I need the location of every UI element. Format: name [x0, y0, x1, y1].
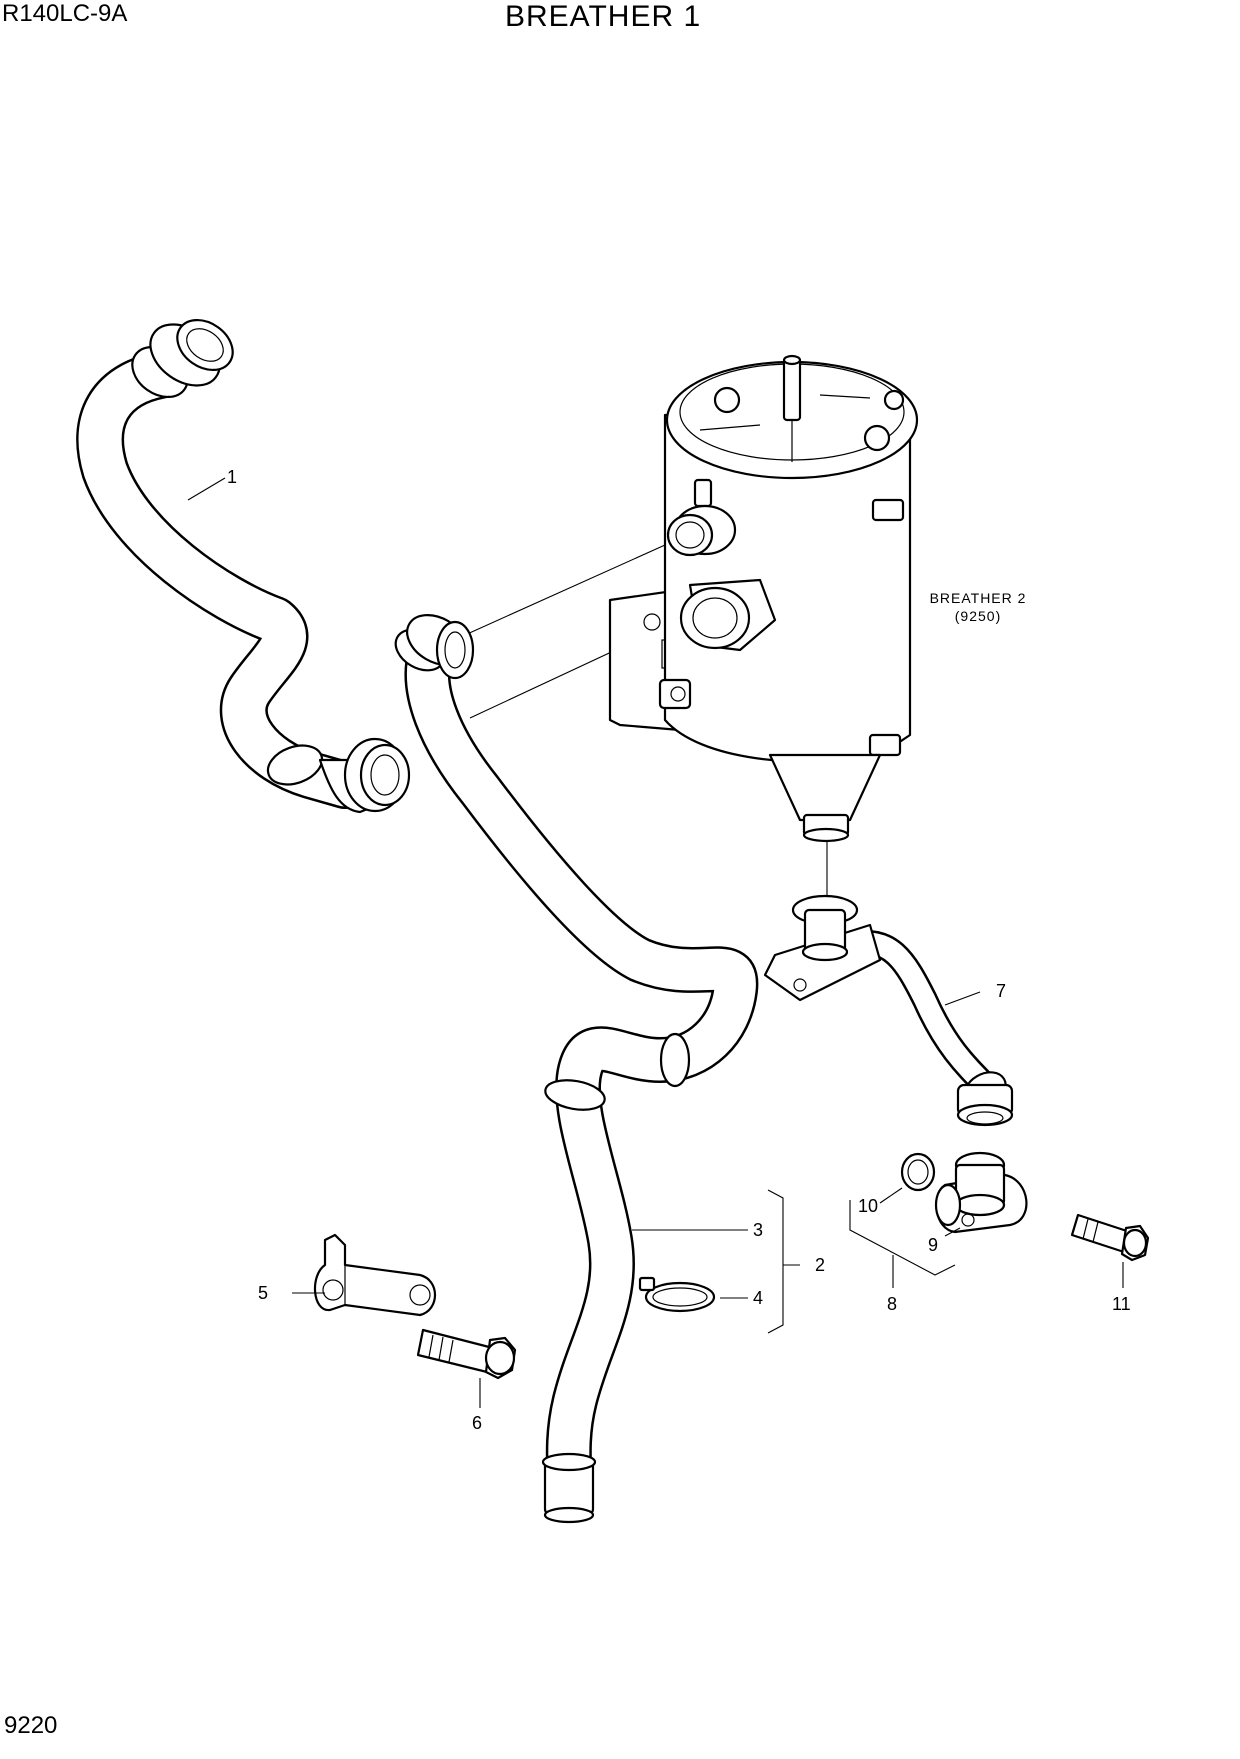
- callout-6: 6: [472, 1413, 482, 1433]
- callout-leaders: [187, 477, 1124, 1408]
- bolt-part-6: [416, 1328, 517, 1380]
- callout-2: 2: [815, 1255, 825, 1275]
- breather-2-reference: BREATHER 2 (9250): [930, 590, 1027, 624]
- callout-7: 7: [996, 981, 1006, 1001]
- bolt-part-11: [1070, 1213, 1150, 1262]
- callout-10: 10: [858, 1196, 878, 1216]
- callout-4: 4: [753, 1288, 763, 1308]
- drain-hose-part-7: [763, 894, 1014, 1127]
- callout-11: 11: [1112, 1294, 1131, 1314]
- fitting-part-9: [934, 1151, 1028, 1234]
- page-number: 9220: [4, 1712, 58, 1739]
- reference-name: BREATHER 2: [930, 590, 1027, 606]
- callout-1: 1: [227, 467, 237, 487]
- hose-part-3: [394, 614, 759, 1524]
- breather-housing: [608, 354, 919, 843]
- reference-code: (9250): [955, 608, 1001, 624]
- callout-9: 9: [928, 1235, 938, 1255]
- callout-5: 5: [258, 1283, 268, 1303]
- hose-part-1: [76, 318, 411, 814]
- callout-3: 3: [753, 1220, 763, 1240]
- hose-clamp-part-4: [638, 1276, 716, 1313]
- model-code: R140LC-9A: [2, 0, 128, 27]
- callout-labels: 1 2 3 4 5 6 7 8 9 10 11: [227, 467, 1131, 1433]
- bracket-part-5: [313, 1233, 436, 1317]
- page-title: BREATHER 1: [505, 0, 702, 33]
- o-ring-part-10: [900, 1152, 936, 1192]
- callout-8: 8: [887, 1294, 897, 1314]
